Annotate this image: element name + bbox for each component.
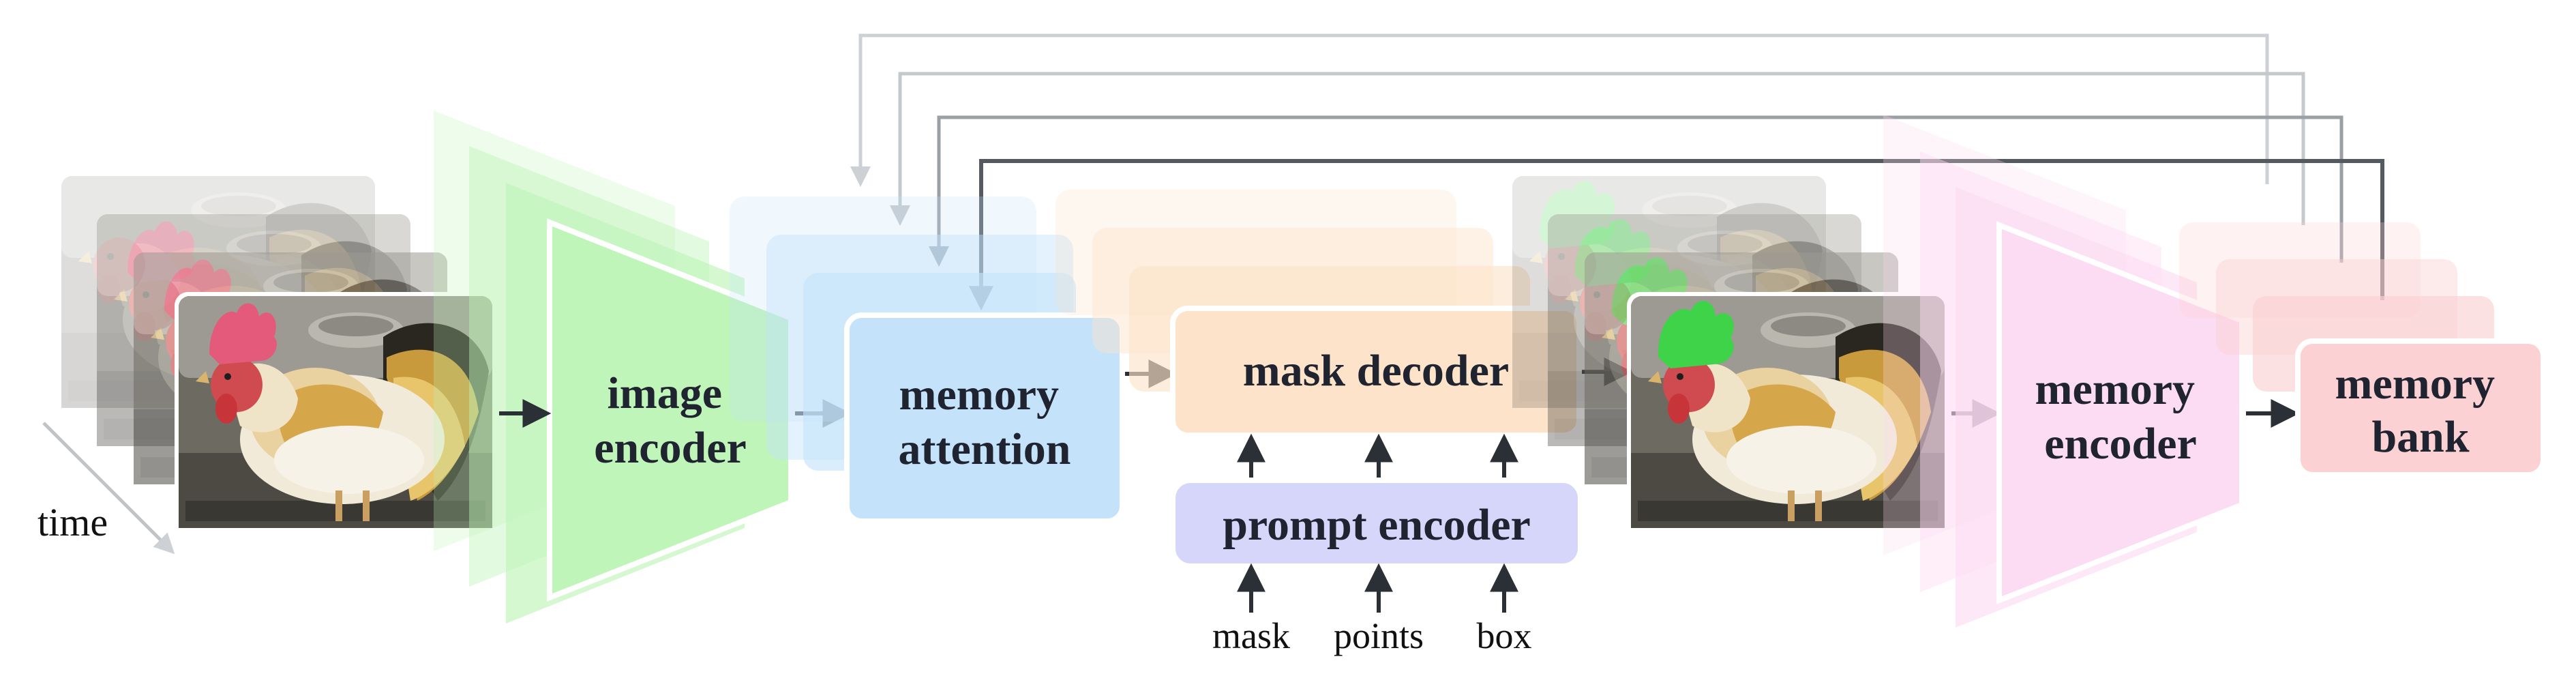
prompt-input-mask: mask xyxy=(1212,615,1290,656)
prompt-input-points: points xyxy=(1334,615,1424,656)
feedback-loop-dark xyxy=(969,159,2384,311)
memory-encoder-label-line-1: memory xyxy=(2035,364,2195,414)
prompt-encoder-block xyxy=(1175,483,1578,563)
output-frame xyxy=(1627,292,1949,532)
feedback-loop-mid xyxy=(929,115,2343,267)
image-encoder-label-line-1: image xyxy=(607,368,722,418)
feedback-loop-mid-light xyxy=(890,72,2305,226)
memory-attention-block xyxy=(844,312,1125,524)
memory-attention-label: memory attention xyxy=(899,370,1071,474)
image-encoder-block xyxy=(547,218,794,602)
memory-attention-label-line-1: memory xyxy=(899,370,1059,420)
output-frame-stack xyxy=(1512,176,1949,532)
image-encoder-label: image encoder xyxy=(594,368,747,473)
time-axis-arrow xyxy=(42,422,175,555)
memory-encoder-block xyxy=(1996,221,2245,604)
memory-bank-label: memory bank xyxy=(2335,359,2506,462)
memory-encoder-label: memory encoder xyxy=(2035,364,2206,469)
memory-bank-label-line-2: bank xyxy=(2371,412,2469,462)
image-encoder-label-line-2: encoder xyxy=(594,423,747,473)
time-label: time xyxy=(38,500,108,544)
memory-bank-label-line-1: memory xyxy=(2335,359,2495,409)
prompt-encoder-label: prompt encoder xyxy=(1223,500,1531,550)
memory-attention-label-line-2: attention xyxy=(899,424,1071,474)
feedback-loop-light xyxy=(850,33,2269,187)
input-frame-stack xyxy=(61,176,496,532)
memory-encoder-label-line-2: encoder xyxy=(2044,419,2197,469)
mask-decoder-label: mask decoder xyxy=(1243,346,1509,396)
memory-bank-block xyxy=(2295,338,2546,478)
prompt-input-box: box xyxy=(1477,615,1532,656)
input-frame xyxy=(175,292,496,532)
